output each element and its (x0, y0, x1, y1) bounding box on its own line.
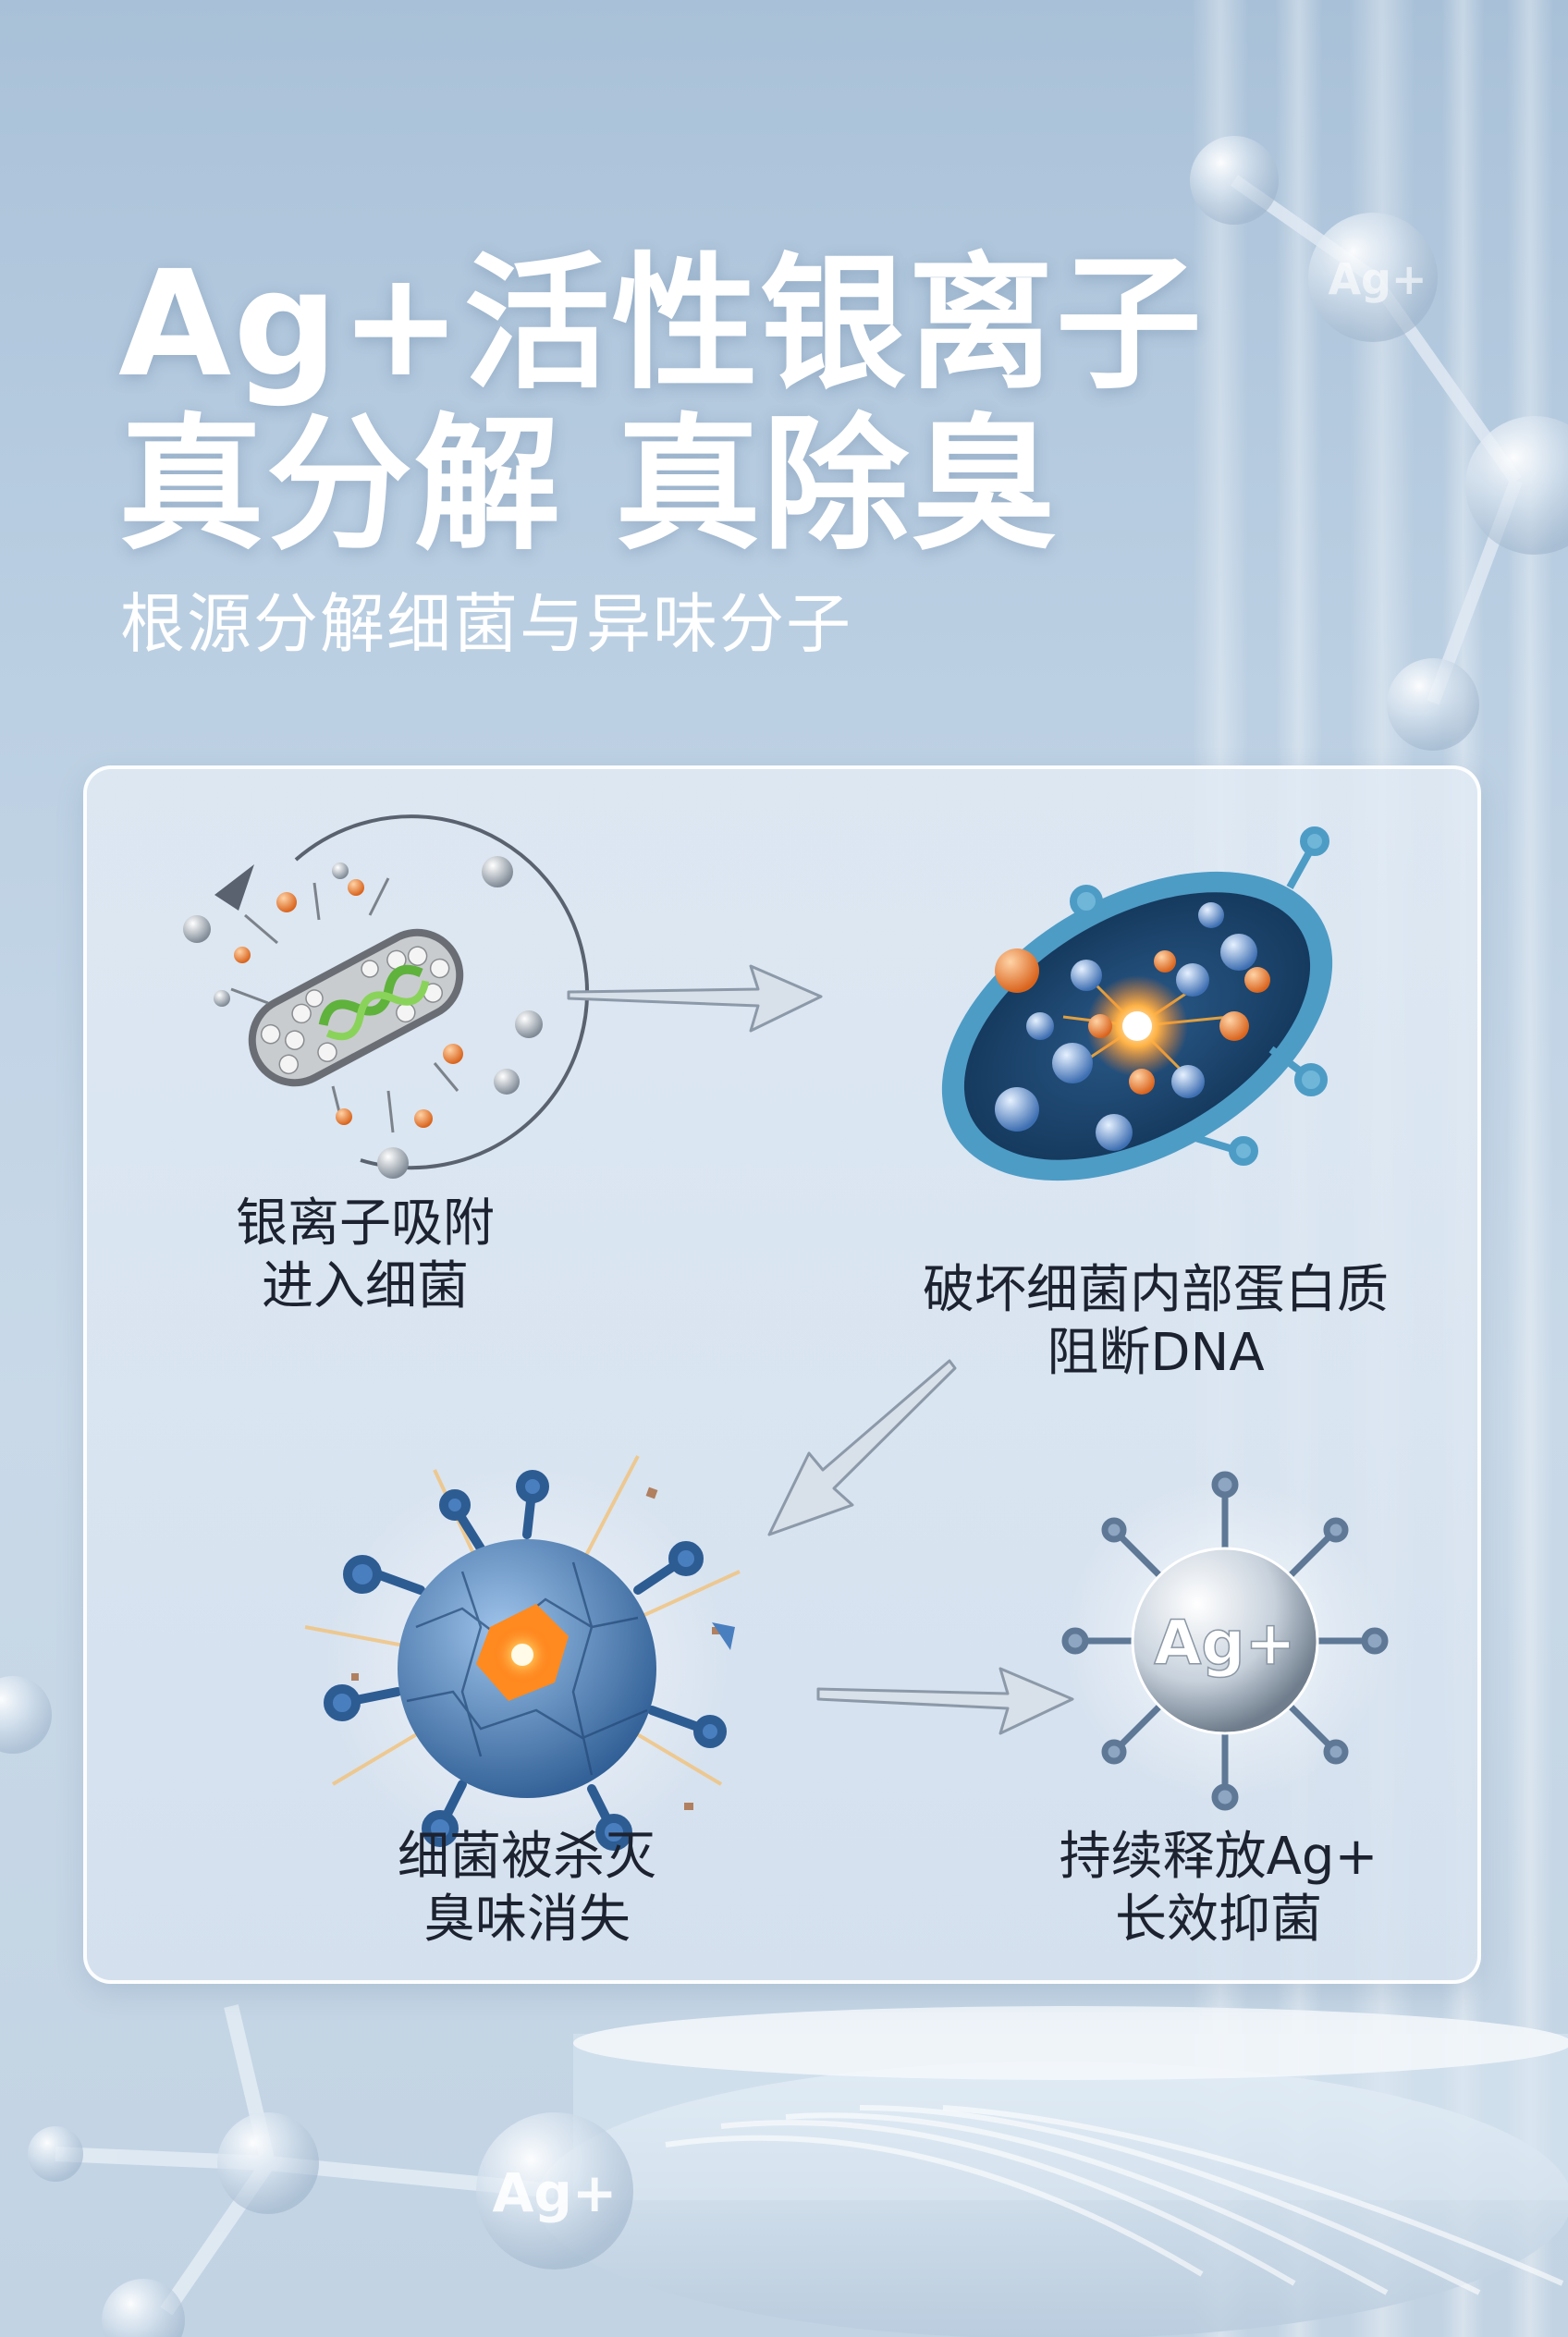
step-3-label: 细菌被杀灭 臭味消失 (398, 1826, 656, 1952)
step-3-line2: 臭味消失 (423, 1890, 631, 1951)
step-4-line2: 长效抑菌 (1115, 1890, 1322, 1951)
arrow-icon (767, 1359, 957, 1536)
bottom-ion-label: Ag+ (492, 2161, 617, 2224)
step-1-line2: 进入细菌 (262, 1256, 469, 1317)
step-4-line1: 持续释放Ag+ (1059, 1827, 1378, 1887)
silver-ion-icon: Ag+ (1061, 1471, 1389, 1811)
arrow-icon (567, 964, 823, 1033)
glass-podium (536, 2006, 1568, 2337)
step-2-line2: 阻断DNA (1047, 1323, 1265, 1384)
bacteria-rod-icon (183, 814, 589, 1179)
molecule-chain-icon (28, 2004, 633, 2337)
virus-burst-icon (304, 1455, 741, 1872)
step-1-line1: 银离子吸附 (236, 1193, 495, 1254)
step-3-line1: 细菌被杀灭 (398, 1827, 656, 1887)
page-title-line1: Ag+活性银离子 (118, 239, 1204, 410)
page-title-line2: 真分解 真除臭 (118, 400, 1060, 570)
step-1-label: 银离子吸附 进入细菌 (236, 1193, 495, 1319)
top-right-ion-label: Ag+ (1328, 254, 1427, 304)
step-4-label: 持续释放Ag+ 长效抑菌 (1060, 1826, 1378, 1952)
step-2-line1: 破坏细菌内部蛋白质 (923, 1260, 1389, 1320)
page-subtitle: 根源分解细菌与异味分子 (120, 586, 852, 662)
arrow-icon (816, 1667, 1074, 1735)
bacteria-cell-icon (941, 826, 1333, 1181)
silver-ion-label: Ag+ (1154, 1608, 1296, 1679)
step-2-label: 破坏细菌内部蛋白质 阻断DNA (923, 1259, 1389, 1386)
